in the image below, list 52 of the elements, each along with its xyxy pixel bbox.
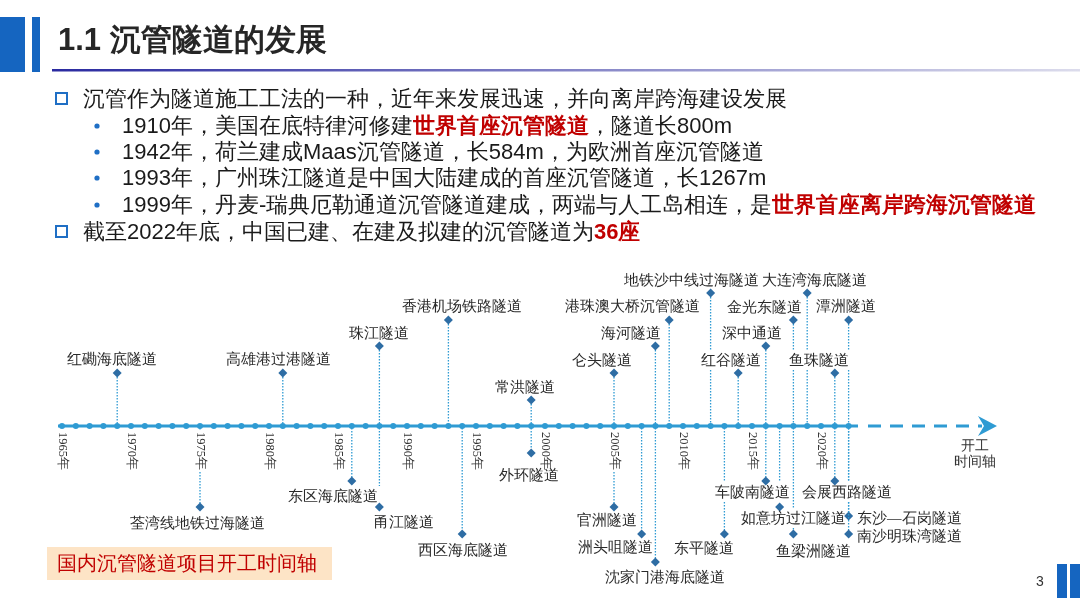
timeline-label: 西区海底隧道 (418, 542, 508, 558)
timeline-label: 大连湾海底隧道 (761, 272, 867, 288)
year-label: 2000年 (538, 432, 552, 470)
timeline-label: 外环隧道 (499, 467, 559, 483)
timeline-label: 地铁沙中线过海隧道 (623, 272, 759, 288)
bullet-text: 1993年，广州珠江隧道是中国大陆建成的首座沉管隧道，长1267m (122, 165, 767, 191)
timeline-label: 高雄港过港隧道 (225, 351, 331, 367)
timeline-label: 红谷隧道 (701, 352, 761, 368)
timeline-label: 港珠澳大桥沉管隧道 (564, 298, 700, 314)
timeline-label: 海河隧道 (601, 325, 661, 341)
timeline-label: 金光东隧道 (726, 299, 802, 315)
timeline-label: 红磡海底隧道 (67, 351, 157, 367)
year-label: 1995年 (469, 432, 483, 470)
bullet-text: 1942年，荷兰建成Maas沉管隧道，长584m，为欧洲首座沉管隧道 (122, 139, 764, 165)
year-label: 2010年 (676, 432, 690, 470)
timeline-label: 南沙明珠湾隧道 (857, 528, 962, 544)
year-label: 2015年 (745, 432, 759, 470)
caption-banner: 国内沉管隧道项目开工时间轴 (47, 547, 332, 580)
bullet-text: 1999年，丹麦-瑞典厄勒通道沉管隧道建成，两端与人工岛相连，是世界首座离岸跨海沉管隧道 (122, 192, 1037, 218)
timeline-label: 鱼梁洲隧道 (775, 543, 851, 559)
timeline-label: 官洲隧道 (577, 512, 637, 528)
timeline-label: 潭洲隧道 (816, 298, 876, 314)
year-label: 1985年 (331, 432, 345, 470)
year-label: 1965年 (55, 432, 69, 470)
axis-label: 开工时间轴 (954, 438, 996, 470)
bullet-text: 截至2022年底，中国已建、在建及拟建的沉管隧道为36座 (83, 219, 641, 245)
timeline-label: 仑头隧道 (572, 352, 632, 368)
timeline-label: 鱼珠隧道 (789, 352, 849, 368)
page-number: 3 (1036, 573, 1044, 589)
timeline-label: 甬江隧道 (374, 514, 434, 530)
bullet-text: 沉管作为隧道施工工法的一种，近年来发展迅速，并向离岸跨海建设发展 (83, 86, 787, 112)
year-label: 2020年 (814, 432, 828, 470)
timeline-label: 常洪隧道 (495, 379, 555, 395)
timeline-label: 珠江隧道 (349, 325, 409, 341)
year-label: 1980年 (262, 432, 276, 470)
timeline-label: 车陂南隧道 (714, 484, 790, 500)
timeline-label: 会展西路隧道 (802, 484, 892, 500)
bullet-text: 1910年，美国在底特律河修建世界首座沉管隧道，隧道长800m (122, 113, 732, 139)
timeline-label: 东平隧道 (674, 540, 734, 556)
timeline-label: 东区海底隧道 (288, 488, 378, 504)
timeline-label: 荃湾线地铁过海隧道 (129, 515, 265, 531)
timeline-label: 洲头咀隧道 (577, 539, 653, 555)
timeline-label: 深中通道 (722, 325, 782, 341)
timeline-label: 香港机场铁路隧道 (402, 298, 522, 314)
timeline-label: 沈家门港海底隧道 (605, 569, 725, 585)
timeline-label: 东沙—石岗隧道 (857, 510, 962, 526)
year-label: 1990年 (400, 432, 414, 470)
year-label: 2005年 (607, 432, 621, 470)
year-label: 1975年 (193, 432, 207, 470)
year-label: 1970年 (124, 432, 138, 470)
slide-title: 1.1 沉管隧道的发展 (58, 22, 327, 58)
timeline-label: 如意坊过江隧道 (740, 510, 846, 526)
